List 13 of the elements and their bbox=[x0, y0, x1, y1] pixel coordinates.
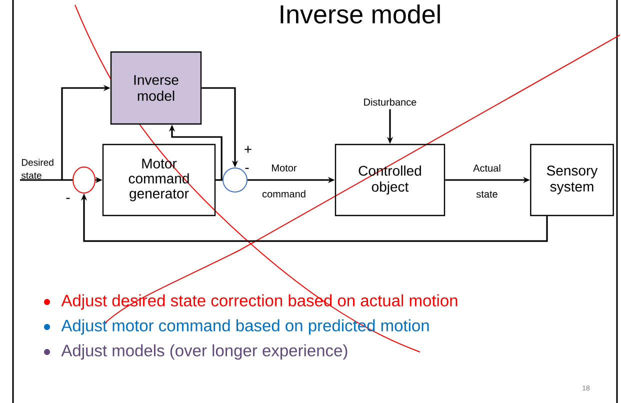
process-box: Inverse model bbox=[110, 51, 202, 125]
bullet-text: Adjust models (over longer experience) bbox=[61, 344, 348, 360]
summing-junction bbox=[72, 166, 96, 194]
summing-junction bbox=[222, 168, 248, 192]
edge-label: Motor command bbox=[262, 164, 306, 198]
sign-label: - bbox=[66, 198, 70, 199]
process-box: Sensory system bbox=[530, 144, 614, 216]
input-label: Disturbance bbox=[364, 98, 416, 106]
slide-title: Inverse model bbox=[280, 4, 440, 24]
input-label: Desired state bbox=[21, 158, 54, 179]
sign-label: + bbox=[244, 146, 252, 153]
sign-label: - bbox=[245, 168, 249, 169]
edge-label: Actual state bbox=[473, 164, 500, 198]
